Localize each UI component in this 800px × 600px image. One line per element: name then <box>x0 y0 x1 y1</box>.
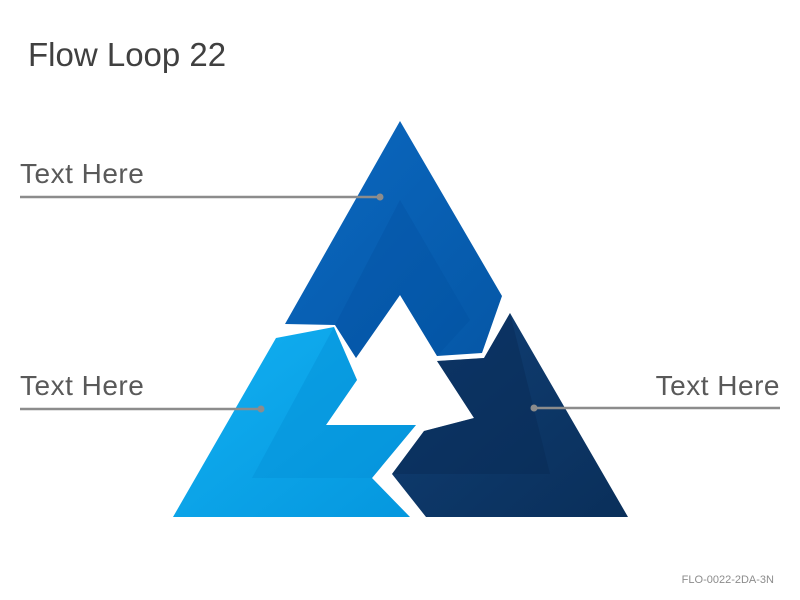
segment-top <box>285 121 502 358</box>
leader-line-left <box>20 405 265 413</box>
segment-left <box>173 327 416 517</box>
leader-line-top <box>20 193 384 201</box>
leader-line-right <box>530 404 780 412</box>
product-code: FLO-0022-2DA-3N <box>681 574 774 586</box>
segment-right <box>392 313 628 517</box>
segment-label-left: Text Here <box>20 370 145 401</box>
page-title: Flow Loop 22 <box>28 36 227 73</box>
segment-label-top: Text Here <box>20 158 145 189</box>
segment-label-right: Text Here <box>655 370 780 401</box>
